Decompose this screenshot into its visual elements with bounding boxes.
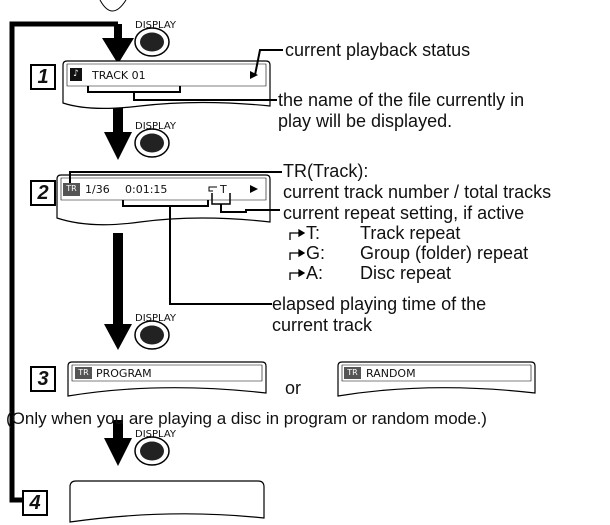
repeat-code-a: A: [306, 263, 324, 283]
display-label: DISPLAY [135, 20, 177, 31]
tr-badge: TR [66, 184, 77, 193]
step-number: 4 [22, 490, 48, 516]
display-label: DISPLAY [135, 121, 177, 132]
step-number: 3 [30, 366, 56, 392]
display-button-icon [134, 27, 170, 57]
arrow-4 [104, 420, 132, 466]
display-button-icon [134, 436, 170, 466]
arrow-1 [102, 24, 134, 64]
tr-badge: TR [78, 368, 89, 377]
repeat-label: current repeat setting, if active [283, 203, 525, 223]
screen-4 [69, 480, 265, 523]
loop-line [9, 21, 118, 503]
arrow-2 [104, 108, 132, 160]
display-label: DISPLAY [135, 429, 177, 440]
screen1-track: TRACK 01 [92, 69, 146, 82]
elapsed-label-line1: elapsed playing time of the [272, 294, 487, 314]
screen-3-random [337, 361, 536, 397]
playback-status-label: current playback status [285, 40, 471, 60]
filename-label-line1: the name of the file currently in [278, 90, 525, 110]
repeat-desc-t: Track repeat [360, 223, 461, 243]
display-label: DISPLAY [135, 313, 177, 324]
display-button-icon [134, 128, 170, 158]
tr-badge: TR [347, 368, 358, 377]
screen-3-program [67, 361, 267, 397]
screen2-repeat: T [220, 183, 227, 196]
screen3-program: PROGRAM [96, 367, 152, 380]
screen2-track: 1/36 [85, 183, 110, 196]
repeat-desc-g: Group (folder) repeat [360, 243, 529, 263]
display-button-icon [134, 320, 170, 350]
repeat-code-g: G: [306, 243, 326, 263]
step-number: 2 [30, 180, 56, 206]
filename-label-line2: play will be displayed. [278, 111, 453, 131]
repeat-icons [289, 228, 306, 280]
screen3-random: RANDOM [366, 367, 416, 380]
top-pointer [99, 0, 127, 12]
screen2-time: 0:01:15 [125, 183, 168, 196]
file-icon: ♪ [70, 68, 82, 81]
repeat-desc-a: Disc repeat [360, 263, 452, 283]
arrow-3 [104, 233, 132, 350]
screen-2 [56, 174, 271, 226]
track-label-title: TR(Track): [283, 161, 369, 181]
step-number: 1 [30, 64, 56, 90]
track-label-desc: current track number / total tracks [283, 182, 552, 202]
elapsed-label-line2: current track [272, 315, 373, 335]
repeat-code-t: T: [306, 223, 321, 243]
program-random-note: (Only when you are playing a disc in pro… [6, 409, 487, 428]
or-label: or [285, 378, 302, 398]
